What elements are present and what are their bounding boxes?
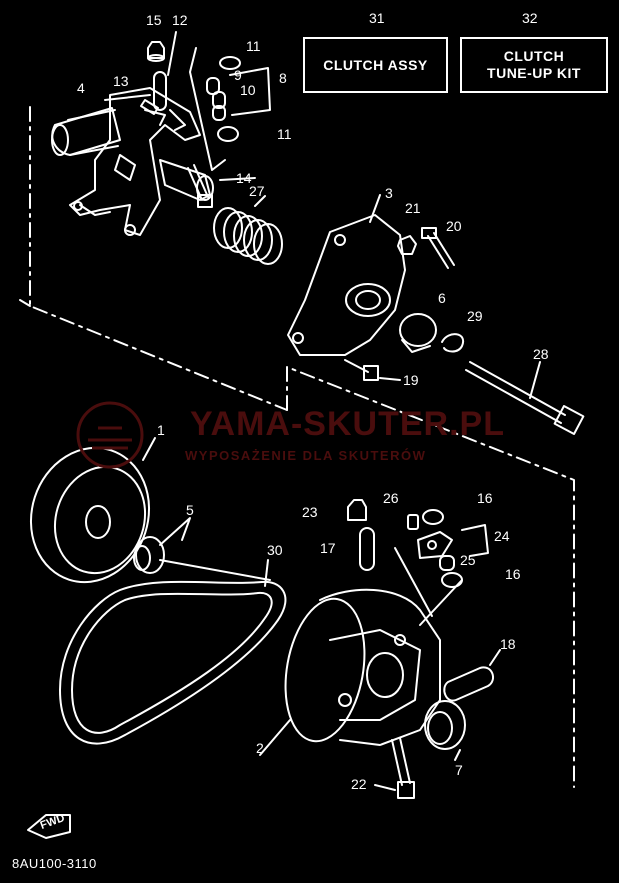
roller-10 (212, 91, 226, 121)
callout-18: 18 (500, 636, 516, 652)
leader-7 (454, 749, 461, 761)
arm-24 (417, 531, 453, 559)
bushing-18 (443, 666, 495, 702)
pin-13 (140, 99, 159, 115)
pin-17 (359, 527, 375, 571)
callout-12: 12 (172, 12, 188, 28)
callout-11-bottom: 11 (277, 126, 292, 142)
callout-20: 20 (446, 218, 462, 234)
callout-29: 29 (467, 308, 483, 324)
leader-12 (167, 31, 177, 76)
callout-7: 7 (455, 762, 463, 778)
cap-23 (347, 499, 367, 521)
roller-25 (439, 555, 455, 571)
fwd-arrow (27, 814, 71, 839)
ring-7 (424, 700, 466, 750)
watermark-title: YAMA-SKUTER.PL (190, 405, 505, 443)
collar-5 (133, 517, 191, 574)
assembly-outline (19, 106, 575, 788)
watermark-logo (76, 401, 144, 469)
callout-5: 5 (186, 502, 194, 518)
callout-9: 9 (234, 67, 242, 83)
bolt-20 (421, 227, 455, 269)
callout-1: 1 (157, 422, 165, 438)
callout-22: 22 (351, 776, 367, 792)
callout-21: 21 (405, 200, 421, 216)
kit-number-31: 31 (369, 10, 385, 26)
leader-26 (394, 547, 433, 617)
callout-3: 3 (385, 185, 393, 201)
kit-number-32: 32 (522, 10, 538, 26)
callout-23: 23 (302, 504, 318, 520)
clutch-assy-label: CLUTCH ASSY (323, 56, 428, 73)
callout-4: 4 (77, 80, 85, 96)
leader-14 (219, 177, 256, 181)
bracket-8 (229, 67, 271, 116)
clip-29 (441, 333, 465, 353)
screw-19 (344, 359, 379, 381)
callout-28: 28 (533, 346, 549, 362)
pin-12 (153, 71, 167, 111)
callout-25: 25 (460, 552, 476, 568)
callout-16-bottom: 16 (505, 566, 521, 582)
callout-15: 15 (146, 12, 162, 28)
callout-11-top: 11 (246, 38, 261, 54)
bushing-6 (399, 313, 437, 353)
callout-26: 26 (383, 490, 399, 506)
callout-27: 27 (249, 183, 265, 199)
driven-pulley-2 (259, 588, 441, 756)
washer-16b (441, 572, 463, 588)
watermark-subtitle: WYPOSAŻENIE DLA SKUTERÓW (185, 448, 427, 463)
clutch-tune-up-kit-box: CLUTCH TUNE-UP KIT (460, 37, 608, 93)
diagram-code: 8AU100-3110 (12, 856, 97, 871)
bolt-22 (391, 737, 415, 799)
drive-belt-30 (59, 559, 287, 745)
callout-19: 19 (403, 372, 419, 388)
leader-19 (379, 377, 401, 381)
clutch-tune-up-kit-label: CLUTCH TUNE-UP KIT (487, 48, 581, 81)
bolt-26 (407, 514, 419, 530)
callout-24: 24 (494, 528, 510, 544)
leader-22 (374, 784, 396, 791)
callout-16-top: 16 (477, 490, 493, 506)
spring-27 (213, 195, 283, 265)
bolt-28 (465, 361, 585, 435)
washer-11a (219, 56, 241, 70)
fixed-sheave-hub (51, 87, 214, 236)
nut-21 (397, 235, 417, 255)
bolt-14 (187, 164, 213, 208)
callout-13: 13 (113, 73, 129, 89)
callout-14: 14 (236, 170, 252, 186)
washer-16a (422, 509, 444, 525)
leader-18 (489, 649, 501, 666)
leader-28 (529, 361, 541, 399)
bracket-24 (461, 524, 489, 557)
bracket-leader-top (189, 47, 226, 171)
leader-16-lower (419, 579, 463, 626)
callout-30: 30 (267, 542, 283, 558)
callout-8: 8 (279, 70, 287, 86)
washer-11b (217, 126, 239, 142)
callout-10: 10 (240, 82, 256, 98)
callout-17: 17 (320, 540, 336, 556)
sliding-sheave-1 (29, 437, 156, 584)
clutch-assy-box: CLUTCH ASSY (303, 37, 448, 93)
callout-6: 6 (438, 290, 446, 306)
callout-2: 2 (256, 740, 264, 756)
weight-cap-15 (147, 41, 165, 62)
spider-3 (287, 194, 406, 356)
